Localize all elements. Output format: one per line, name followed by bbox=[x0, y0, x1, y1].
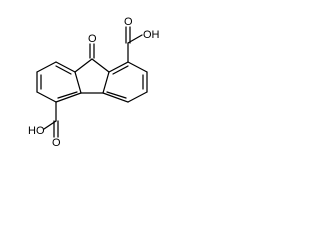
bond-c9-c9a bbox=[91, 58, 110, 73]
bond-l-inner-1 bbox=[55, 65, 72, 75]
fluorenone-dicarboxylic-acid-structure: O O OH O HO bbox=[28, 16, 160, 149]
bond-r5-r6 bbox=[102, 92, 129, 103]
bond-c4a-c8a bbox=[74, 71, 82, 94]
bond-r-inner-1 bbox=[112, 65, 129, 75]
bond-l-inner-3 bbox=[57, 91, 78, 99]
acid-right-hydroxyl-label: OH bbox=[143, 29, 160, 41]
acid-bottom-carbonyl-oxygen-label: O bbox=[52, 137, 61, 149]
bond-r-inner-3 bbox=[106, 91, 127, 99]
bond-l4-l5 bbox=[36, 91, 57, 103]
ketone-oxygen-label: O bbox=[88, 33, 97, 45]
bond-c8a-c9 bbox=[74, 58, 93, 73]
acid-right-oh-bond bbox=[127, 34, 143, 44]
bond-l5-l6 bbox=[55, 92, 82, 103]
acid-bottom-hydroxyl-label: HO bbox=[28, 125, 45, 137]
acid-right-carbonyl-oxygen-label: O bbox=[124, 16, 133, 28]
bond-l1-l2 bbox=[55, 61, 76, 73]
bond-r4-r5 bbox=[127, 91, 148, 103]
bond-c9a-c4b bbox=[102, 71, 110, 94]
bond-r1-r2 bbox=[108, 61, 129, 73]
acid-bottom-oh-bond bbox=[43, 120, 57, 130]
bond-r2-r3 bbox=[127, 61, 148, 73]
bond-l2-l3 bbox=[36, 61, 57, 73]
